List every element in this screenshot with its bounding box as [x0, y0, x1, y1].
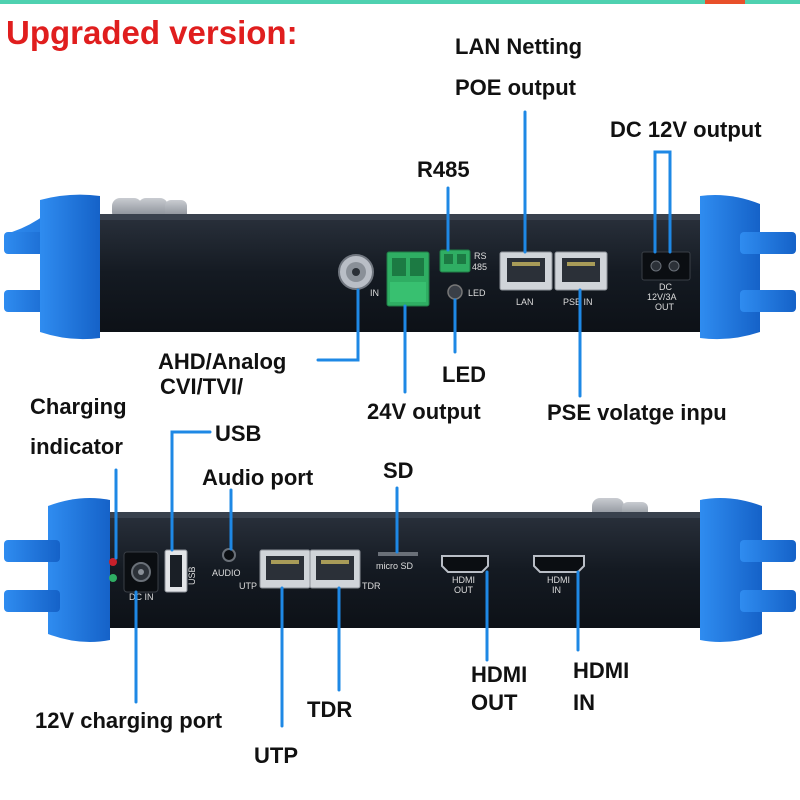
pse-in-port [554, 251, 608, 291]
terminal-24v [386, 251, 430, 307]
dc12v-out-jack [641, 251, 691, 281]
dc-in-jack [123, 551, 159, 593]
bottom-right-bumper-tab-1 [740, 540, 796, 562]
audio-print: AUDIO [212, 568, 241, 578]
label-pse-input: PSE volatge inpu [547, 400, 727, 425]
label-ahd-analog: AHD/Analog [158, 349, 287, 374]
pointer-bnc [316, 288, 360, 362]
bottom-left-bumper-tab-2 [4, 590, 60, 612]
bottom-left-bumper-main [48, 498, 110, 642]
pointer-usb [170, 430, 212, 552]
led-light [447, 284, 463, 300]
label-indicator: indicator [30, 434, 123, 459]
usb-print: USB [187, 566, 197, 585]
bottom-right-bumper-main [700, 498, 762, 642]
hdmi-in-print-1: HDMI [547, 575, 570, 585]
label-hdmi-out-2: OUT [471, 690, 518, 715]
label-sd: SD [383, 458, 414, 483]
bnc-connector [338, 254, 374, 290]
tdr-print: TDR [362, 581, 381, 591]
label-hdmi-out-1: HDMI [471, 662, 528, 687]
label-poe-output: POE output [455, 75, 576, 100]
top-right-bumper-tab-1 [740, 232, 796, 254]
lan-print: LAN [516, 297, 534, 307]
top-device-edge [60, 214, 740, 220]
top-accent-stripe [0, 0, 800, 4]
bottom-left-bumper-tab-1 [4, 540, 60, 562]
label-r485: R485 [417, 157, 470, 182]
label-led: LED [442, 362, 486, 387]
bottom-device-view: DC IN USB AUDIO UTP TDR micro SD HDMI [4, 498, 796, 642]
hdmi-in-print-2: IN [552, 585, 561, 595]
utp-port [259, 549, 311, 589]
dc-out-print-2: 12V/3A [647, 292, 677, 302]
label-usb: USB [215, 421, 262, 446]
charging-led-red [109, 558, 117, 566]
label-tdr: TDR [307, 697, 353, 722]
rs485-print-2: 485 [472, 262, 487, 272]
tdr-port [309, 549, 361, 589]
pse-in-print: PSE IN [563, 297, 593, 307]
pointer-lines [114, 110, 672, 728]
label-utp: UTP [254, 743, 298, 768]
top-right-bumper-tab-2 [740, 290, 796, 312]
hdmi-out-print-1: HDMI [452, 575, 475, 585]
audio-jack [222, 548, 236, 562]
label-lan-netting: LAN Netting [455, 34, 583, 59]
label-24v-output: 24V output [367, 399, 481, 424]
bottom-device-body [86, 512, 730, 628]
micro-sd-print: micro SD [376, 561, 414, 571]
dc-out-print-3: OUT [655, 302, 675, 312]
top-accent-stripe-orange [705, 0, 745, 4]
usb-port [164, 549, 188, 593]
label-hdmi-in-2: IN [573, 690, 595, 715]
top-left-bumper-main [40, 194, 100, 340]
bottom-right-bumper-tab-2 [740, 590, 796, 612]
led-print: LED [468, 288, 486, 298]
hdmi-out-port [441, 555, 489, 573]
label-charging-port: 12V charging port [35, 708, 223, 733]
label-dc12v-output: DC 12V output [610, 117, 762, 142]
rs485-terminal [439, 249, 471, 273]
top-device-view: IN RS 485 LED LAN [4, 194, 796, 340]
bnc-in-print: IN [370, 288, 379, 298]
label-cvi-tvi: CVI/TVI/ [160, 374, 244, 399]
utp-print: UTP [239, 581, 257, 591]
label-hdmi-in-1: HDMI [573, 658, 630, 683]
bottom-device-edge [86, 512, 730, 518]
hdmi-out-print-2: OUT [454, 585, 474, 595]
charging-led-green [109, 574, 117, 582]
headline-title: Upgraded version: [6, 14, 298, 51]
label-charging: Charging [30, 394, 127, 419]
label-audio-port: Audio port [202, 465, 314, 490]
dc-out-print-1: DC [659, 282, 672, 292]
lan-port [499, 251, 553, 291]
rs485-print-1: RS [474, 251, 487, 261]
dc-in-print: DC IN [129, 592, 154, 602]
micro-sd-slot [378, 552, 418, 556]
hdmi-in-port [533, 555, 585, 573]
top-right-bumper-main [700, 195, 760, 340]
